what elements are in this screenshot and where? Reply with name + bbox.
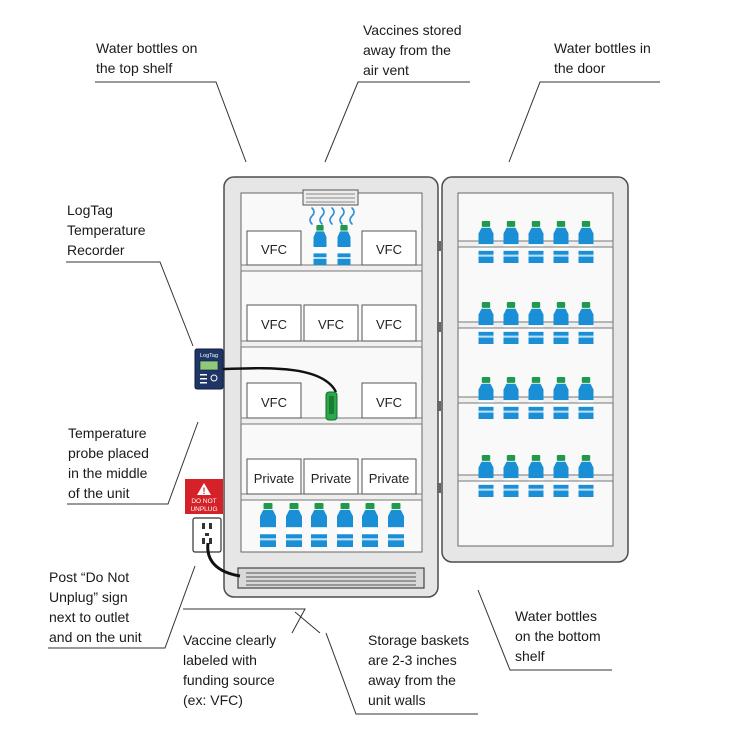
storage-basket xyxy=(361,382,417,419)
water-bottle xyxy=(313,225,327,265)
air-vent xyxy=(302,189,359,206)
callout-top-shelf: Water bottles on the top shelf xyxy=(96,40,198,76)
leader-air-vent xyxy=(324,81,470,163)
logtag-screen xyxy=(199,360,219,371)
hinge-mid xyxy=(437,322,441,332)
basket-label: Private xyxy=(369,471,409,486)
basket-label: Private xyxy=(311,471,351,486)
storage-basket xyxy=(361,230,417,266)
logtag-bar-3 xyxy=(200,382,207,384)
shelf-1 xyxy=(240,264,423,272)
leader-labeled-up xyxy=(294,611,321,634)
power-cord xyxy=(206,542,241,578)
basket-label: Private xyxy=(254,471,294,486)
storage-basket xyxy=(303,304,359,342)
storage-basket xyxy=(246,382,302,419)
callout-air-vent: Vaccines stored away from the air vent xyxy=(363,22,462,78)
water-bottle xyxy=(337,503,353,547)
logtag-button xyxy=(210,374,218,382)
water-bottle xyxy=(260,503,276,547)
vent-air-waves xyxy=(309,207,355,225)
basket-label: VFC xyxy=(376,242,402,257)
hinge-top xyxy=(437,241,441,251)
air-wave xyxy=(349,207,355,225)
probe-stripe xyxy=(329,396,334,414)
callout-baskets: Storage baskets are 2-3 inches away from… xyxy=(368,632,470,708)
sign-text-line-1: DO NOT xyxy=(191,498,216,505)
storage-basket xyxy=(361,458,417,495)
grille-slats xyxy=(246,572,416,586)
callout-labeled: Vaccine clearly labeled with funding sou… xyxy=(183,632,277,708)
leader-labeled xyxy=(183,608,306,634)
do-not-unplug-sign: ! DO NOT UNPLUG xyxy=(185,479,223,514)
basket-label: VFC xyxy=(376,317,402,332)
basket-label: VFC xyxy=(261,317,287,332)
air-wave xyxy=(309,207,315,225)
leader-top-shelf xyxy=(95,81,247,163)
wall-outlet-icon xyxy=(192,517,222,553)
callout-bottom-shelf: Water bottles on the bottom shelf xyxy=(515,608,601,664)
water-bottle xyxy=(337,225,351,265)
logtag-bar-1 xyxy=(200,374,207,376)
water-bottles xyxy=(260,221,613,547)
sign-text-line-2: UNPLUG xyxy=(190,506,217,513)
leader-lines xyxy=(48,81,660,715)
basket-label: VFC xyxy=(318,317,344,332)
air-wave xyxy=(339,207,345,225)
logtag-label: LogTag xyxy=(200,353,218,359)
water-bottle xyxy=(388,503,404,547)
leader-bottom-shelf xyxy=(477,589,612,671)
leader-sign xyxy=(48,565,196,649)
basket-label: VFC xyxy=(261,242,287,257)
air-wave xyxy=(319,207,325,225)
storage-basket xyxy=(303,458,359,495)
air-wave xyxy=(329,207,335,225)
logtag-bar-2 xyxy=(200,378,207,380)
basket-label: VFC xyxy=(376,395,402,410)
water-bottle xyxy=(311,503,327,547)
storage-basket xyxy=(361,304,417,342)
callout-sign: Post “Do Not Unplug” sign next to outlet… xyxy=(49,569,142,645)
hinge-bottom xyxy=(437,483,441,493)
leader-baskets xyxy=(325,632,478,715)
storage-baskets xyxy=(246,230,417,495)
leader-logtag xyxy=(66,261,194,347)
callout-probe: Temperature probe placed in the middle o… xyxy=(68,425,149,501)
vent-slats xyxy=(306,193,355,203)
callout-logtag: LogTag Temperature Recorder xyxy=(67,202,146,258)
warning-triangle-icon xyxy=(197,483,211,495)
warning-glyph: ! xyxy=(203,486,206,496)
logtag-device: LogTag xyxy=(194,348,224,390)
probe-wire xyxy=(222,367,338,393)
shelf-4 xyxy=(240,493,423,501)
water-bottle xyxy=(362,503,378,547)
leader-probe xyxy=(67,421,199,505)
leader-door xyxy=(508,81,660,163)
hinge-low xyxy=(437,401,441,411)
callout-door: Water bottles in the door xyxy=(554,40,651,76)
storage-basket xyxy=(246,230,302,266)
storage-basket xyxy=(246,458,302,495)
water-bottle xyxy=(286,503,302,547)
basket-label: VFC xyxy=(261,395,287,410)
storage-basket xyxy=(246,304,302,342)
shelf-2 xyxy=(240,340,423,348)
box-labels: VFC VFC VFC VFC VFC VFC VFC Private Priv… xyxy=(254,242,409,486)
